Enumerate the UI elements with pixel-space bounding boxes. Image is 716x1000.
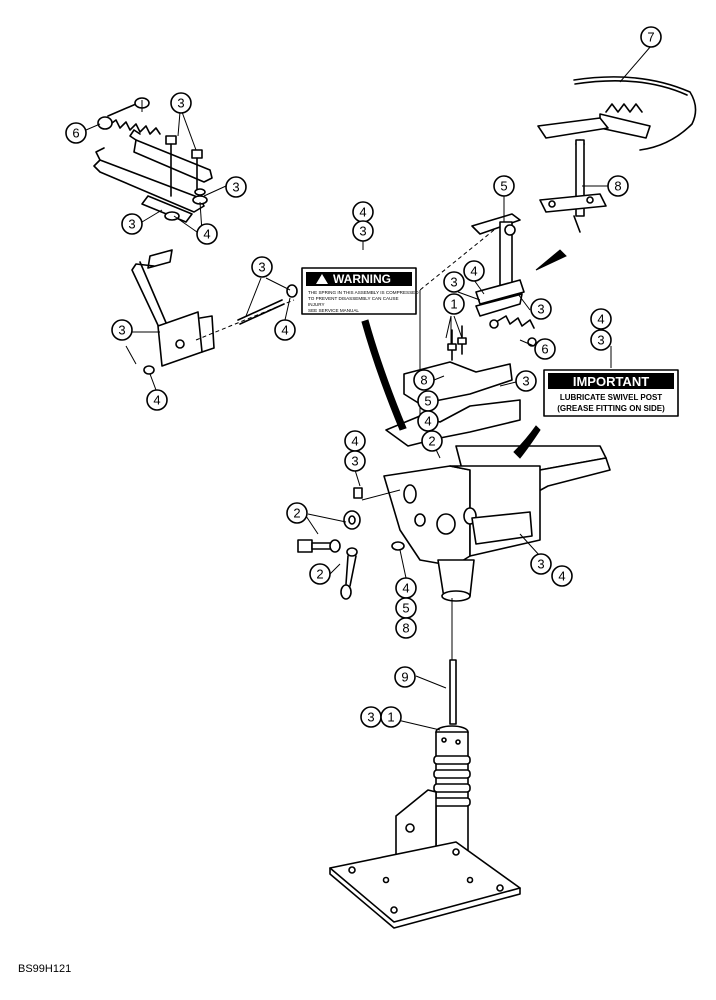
- svg-text:3: 3: [597, 333, 604, 348]
- svg-text:1: 1: [387, 710, 394, 725]
- svg-text:3: 3: [450, 275, 457, 290]
- callout-1-b: 1: [380, 706, 402, 728]
- svg-text:3: 3: [232, 180, 239, 195]
- callout-5-top: 5: [493, 175, 515, 197]
- svg-text:3: 3: [258, 260, 265, 275]
- warning-decal: WARNING THE SPRING IN THIS ASSEMBLY IS C…: [301, 267, 419, 315]
- swivel-post-assembly: [329, 598, 521, 929]
- svg-text:8: 8: [402, 621, 409, 636]
- svg-text:2: 2: [316, 567, 323, 582]
- callout-2-a: 2: [421, 430, 443, 452]
- svg-text:3: 3: [177, 96, 184, 111]
- callout-2-c: 2: [309, 563, 331, 585]
- callout-3-c: 3: [121, 213, 143, 235]
- svg-text:4: 4: [402, 581, 409, 596]
- important-title: IMPORTANT: [573, 374, 649, 389]
- callout-3-a: 3: [170, 92, 192, 114]
- callout-9: 9: [394, 666, 416, 688]
- svg-text:7: 7: [647, 30, 654, 45]
- callout-8-low: 8: [395, 617, 417, 639]
- callout-3-g: 3: [443, 271, 465, 293]
- callout-3-i: 3: [590, 329, 612, 351]
- lock-handle-assembly: [131, 249, 298, 375]
- callout-4-a: 4: [196, 223, 218, 245]
- callout-3-m: 3: [360, 706, 382, 728]
- svg-text:4: 4: [203, 227, 210, 242]
- svg-text:3: 3: [537, 302, 544, 317]
- callout-4-h: 4: [344, 430, 366, 452]
- warning-line-3: INJURY: [308, 302, 325, 307]
- latch-plate-assembly: [93, 97, 213, 223]
- callout-6-b: 6: [534, 338, 556, 360]
- important-line-1: LUBRICATE SWIVEL POST: [560, 393, 662, 402]
- callout-3-k: 3: [344, 450, 366, 472]
- svg-text:4: 4: [470, 264, 477, 279]
- svg-text:5: 5: [500, 179, 507, 194]
- callout-3-h: 3: [530, 298, 552, 320]
- svg-text:3: 3: [359, 224, 366, 239]
- callout-3-e: 3: [251, 256, 273, 278]
- svg-text:6: 6: [541, 342, 548, 357]
- assembly-arrows: [361, 319, 541, 459]
- warning-title: WARNING: [333, 272, 391, 286]
- svg-text:4: 4: [359, 205, 366, 220]
- callout-4-d: 4: [146, 389, 168, 411]
- svg-text:1: 1: [450, 297, 457, 312]
- callout-8-top: 8: [607, 175, 629, 197]
- svg-text:4: 4: [597, 312, 604, 327]
- figure-reference: BS99H121: [18, 963, 71, 975]
- important-decal: IMPORTANT LUBRICATE SWIVEL POST (GREASE …: [543, 369, 679, 417]
- svg-text:9: 9: [401, 670, 408, 685]
- callout-7: 7: [640, 26, 662, 48]
- svg-text:2: 2: [293, 506, 300, 521]
- callout-1-a: 1: [443, 293, 465, 315]
- svg-text:3: 3: [128, 217, 135, 232]
- callout-2-b: 2: [286, 502, 308, 524]
- callout-4-f: 4: [590, 308, 612, 330]
- svg-text:4: 4: [153, 393, 160, 408]
- callout-4-b: 4: [352, 201, 374, 223]
- callout-3-l: 3: [530, 553, 552, 575]
- warning-line-4: SEE SERVICE MANUAL: [308, 308, 359, 313]
- svg-text:8: 8: [420, 373, 427, 388]
- svg-text:3: 3: [537, 557, 544, 572]
- svg-text:4: 4: [281, 323, 288, 338]
- warning-line-1: THE SPRING IN THIS ASSEMBLY IS COMPRESSE…: [308, 290, 419, 295]
- callout-3-f: 3: [111, 319, 133, 341]
- svg-text:8: 8: [614, 179, 621, 194]
- important-line-2: (GREASE FITTING ON SIDE): [557, 404, 665, 413]
- callout-5-low: 5: [395, 597, 417, 619]
- callout-8-mid: 8: [413, 369, 435, 391]
- svg-text:4: 4: [424, 414, 431, 429]
- svg-text:3: 3: [351, 454, 358, 469]
- svg-text:6: 6: [72, 126, 79, 141]
- svg-text:3: 3: [367, 710, 374, 725]
- warning-line-2: TO PREVENT DISASSEMBLY CAN CAUSE: [308, 296, 399, 301]
- svg-text:5: 5: [424, 394, 431, 409]
- svg-text:3: 3: [522, 374, 529, 389]
- callout-4-i: 4: [551, 565, 573, 587]
- svg-text:3: 3: [118, 323, 125, 338]
- callout-4-c: 4: [274, 319, 296, 341]
- cable-assembly: [535, 76, 697, 271]
- side-hardware: [297, 487, 405, 600]
- svg-text:2: 2: [428, 434, 435, 449]
- callout-4-e: 4: [463, 260, 485, 282]
- callout-3-j: 3: [515, 370, 537, 392]
- callout-6-a: 6: [65, 122, 87, 144]
- svg-text:4: 4: [351, 434, 358, 449]
- callout-4-g: 4: [417, 410, 439, 432]
- latch-bracket: [419, 213, 537, 430]
- callout-5-mid: 5: [417, 390, 439, 412]
- callout-4-j: 4: [395, 577, 417, 599]
- callout-3-b: 3: [225, 176, 247, 198]
- svg-text:5: 5: [402, 601, 409, 616]
- svg-text:4: 4: [558, 569, 565, 584]
- leader-lines: [85, 45, 652, 731]
- callout-3-d: 3: [352, 220, 374, 242]
